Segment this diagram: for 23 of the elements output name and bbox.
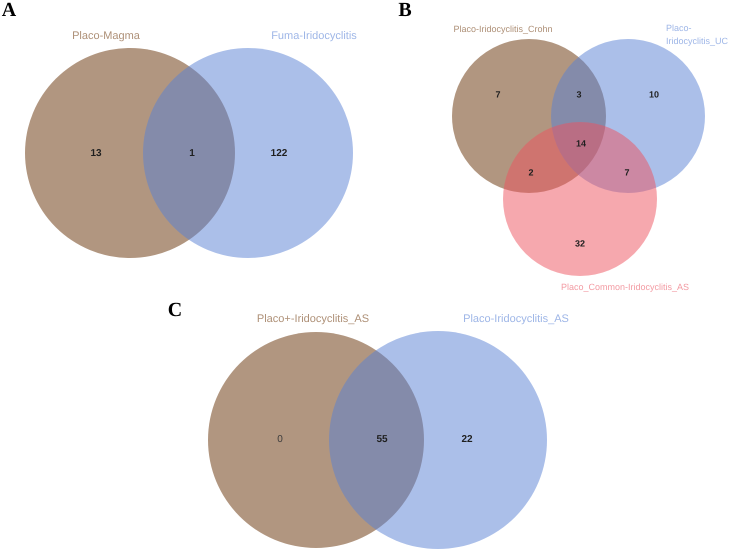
region-count: 1 xyxy=(189,149,195,159)
region-count: 122 xyxy=(270,149,288,159)
panel-letter: C xyxy=(168,300,182,320)
set-label: Placo-Magma xyxy=(72,29,140,43)
region-count: 0 xyxy=(277,435,283,445)
region-count: 7 xyxy=(496,90,500,100)
region-count: 10 xyxy=(649,90,659,100)
region-count: 3 xyxy=(576,90,582,100)
set-label: Placo_Common-Iridocyclitis_AS xyxy=(560,281,690,293)
set-label: Placo-Iridocyclitis_AS xyxy=(463,312,569,326)
panel-letter: A xyxy=(2,0,16,20)
set-label: Fuma-Iridocyclitis xyxy=(271,29,357,43)
set-label: Placo-Iridocyclitis_Crohn xyxy=(453,23,553,35)
set-label: Placo-Iridocyclitis_UC xyxy=(666,22,728,48)
region-count: 32 xyxy=(575,240,585,248)
region-count: 14 xyxy=(576,140,586,148)
region-count: 22 xyxy=(461,435,473,445)
region-count: 7 xyxy=(624,168,630,178)
region-count: 13 xyxy=(90,149,102,159)
set-label: Placo+-Iridocyclitis_AS xyxy=(256,312,370,326)
region-count: 2 xyxy=(528,168,534,178)
region-count: 55 xyxy=(376,435,388,445)
panel-letter: B xyxy=(398,0,412,20)
